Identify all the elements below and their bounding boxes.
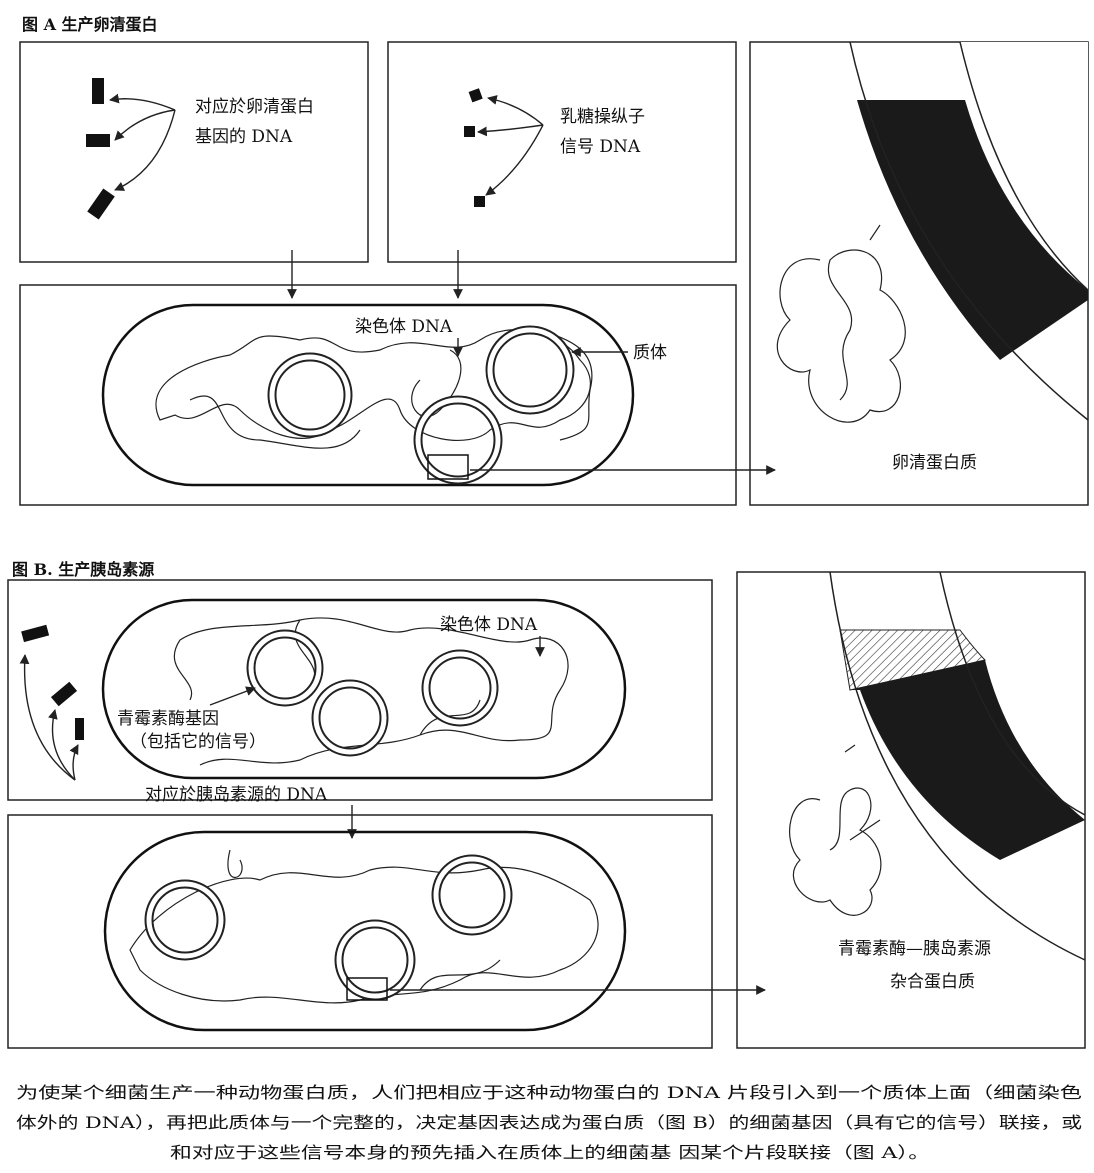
bacterial-cell (101, 303, 635, 487)
penicillinase-gene-label: 青霉素酶基因 (117, 709, 219, 729)
plasmid (246, 629, 324, 707)
bacterial-cell (103, 830, 627, 1032)
plasmid (144, 879, 226, 961)
panel-a-bacterium: 染色体 DNA 质体 (19, 284, 776, 506)
panel-a-protein-product: 卵清蛋白质 (749, 41, 1089, 506)
panel-b-insert: 染色体 DNA 青霉素酶基因 （包括它的信号） 对应於胰岛素源的 DNA (7, 579, 713, 805)
highlight-box (346, 977, 388, 1001)
ovalbumin-dna-label-1: 对应於卵清蛋白 (195, 97, 314, 117)
dna-fragment (92, 78, 104, 104)
plasmid (311, 679, 389, 757)
dna-fragment (87, 188, 115, 220)
plasmid-label: 质体 (633, 343, 667, 363)
panel-b-protein-product: 青霉素酶—胰岛素源 杂合蛋白质 (736, 571, 1086, 1049)
dna-fragment (86, 134, 110, 147)
figure-a-title: 图 A 生产卵清蛋白 (22, 15, 158, 34)
chromosome-dna-label: 染色体 DNA (355, 317, 453, 337)
caption-line-2: 体外的 DNA），再把此质体与一个完整的，决定基因表达成为蛋白质（图 B）的细菌… (16, 1113, 1082, 1132)
chromosome-dna-label-b: 染色体 DNA (440, 615, 538, 635)
plasmid (485, 325, 575, 415)
ovalbumin-protein-label: 卵清蛋白质 (892, 453, 977, 473)
plasmid (431, 854, 513, 936)
lac-signal-label-2: 信号 DNA (560, 137, 641, 157)
penicillinase-signal-label: （包括它的信号） (130, 732, 266, 752)
plasmid (413, 395, 503, 485)
ovalbumin-dna-label-2: 基因的 DNA (195, 127, 293, 147)
caption-line-3: 和对应于这些信号本身的预先插入在质体上的细菌基 因某个片段联接（图 A）。 (170, 1143, 930, 1162)
caption: 为使某个细菌生产一种动物蛋白质，人们把相应于这种动物蛋白的 DNA 片段引入到一… (16, 1083, 1082, 1162)
bacterial-cell (101, 598, 627, 780)
insulin-dna-label: 对应於胰岛素源的 DNA (145, 785, 328, 805)
figure-b-title: 图 B. 生产胰岛素源 (12, 560, 154, 579)
lac-signal-label-1: 乳糖操纵子 (560, 107, 645, 127)
hybrid-protein-label-2: 杂合蛋白质 (890, 972, 975, 992)
highlight-box (427, 454, 469, 480)
plasmid (334, 919, 416, 1001)
hybrid-protein-label-1: 青霉素酶—胰岛素源 (838, 939, 991, 959)
plasmid (421, 649, 499, 727)
panel-a-lac-signal-dna: 乳糖操纵子 信号 DNA (387, 41, 737, 263)
caption-line-1: 为使某个细菌生产一种动物蛋白质，人们把相应于这种动物蛋白的 DNA 片段引入到一… (16, 1083, 1082, 1102)
panel-b-bacterium (7, 814, 766, 1049)
panel-a-ovalbumin-dna: 对应於卵清蛋白 基因的 DNA (19, 41, 369, 263)
plasmid (267, 352, 353, 438)
